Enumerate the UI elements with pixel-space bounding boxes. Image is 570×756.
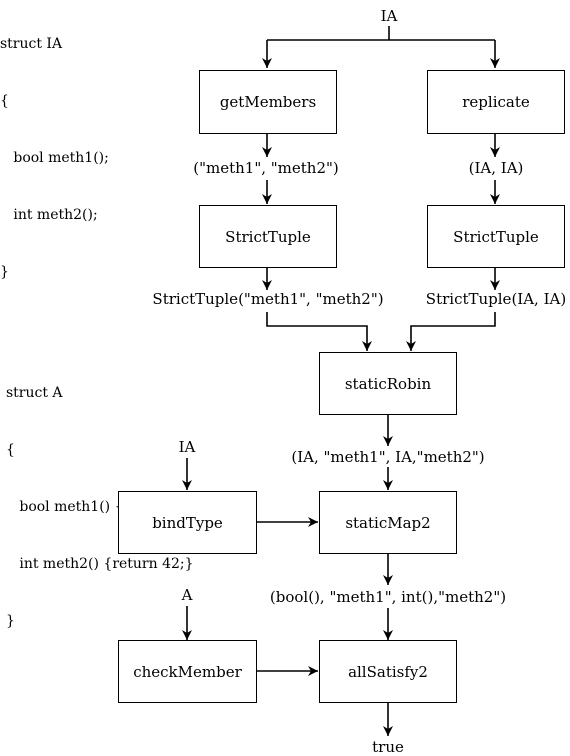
node-strict-tuple-left: StrictTuple xyxy=(199,205,337,268)
code-line: } xyxy=(6,613,15,629)
edge-merge-left xyxy=(266,312,372,351)
label-strict-members: StrictTuple("meth1", "meth2") xyxy=(152,290,384,308)
label-input-ia: IA xyxy=(380,7,398,25)
label-members-list: ("meth1", "meth2") xyxy=(193,159,339,177)
code-line: } xyxy=(0,264,9,280)
label-result: true xyxy=(372,738,404,756)
label-robin-out: (IA, "meth1", IA,"meth2") xyxy=(291,448,485,466)
edge-merge-right xyxy=(406,312,496,351)
node-bind-type: bindType xyxy=(118,491,257,554)
label-check-input: A xyxy=(181,586,193,604)
label-strict-replicated: StrictTuple(IA, IA) xyxy=(425,290,567,308)
code-line: bool meth1(); xyxy=(0,150,109,166)
label-bind-input: IA xyxy=(178,438,196,456)
label-replicated: (IA, IA) xyxy=(468,159,524,177)
code-line: struct A xyxy=(6,385,63,401)
struct-ia-code: struct IA { bool meth1(); int meth2(); } xyxy=(0,0,109,301)
code-line: { xyxy=(6,442,15,458)
label-map-out: (bool(), "meth1", int(),"meth2") xyxy=(269,588,507,606)
code-line: struct IA xyxy=(0,36,63,52)
code-line: int meth2(); xyxy=(0,207,98,223)
code-line: { xyxy=(0,93,9,109)
node-static-map2: staticMap2 xyxy=(319,491,457,554)
node-strict-tuple-right: StrictTuple xyxy=(427,205,565,268)
node-replicate: replicate xyxy=(427,70,565,134)
code-line: int meth2() {return 42;} xyxy=(6,556,194,572)
node-all-satisfy2: allSatisfy2 xyxy=(319,640,457,703)
node-check-member: checkMember xyxy=(118,640,257,703)
node-static-robin: staticRobin xyxy=(319,352,457,415)
node-get-members: getMembers xyxy=(199,70,337,134)
